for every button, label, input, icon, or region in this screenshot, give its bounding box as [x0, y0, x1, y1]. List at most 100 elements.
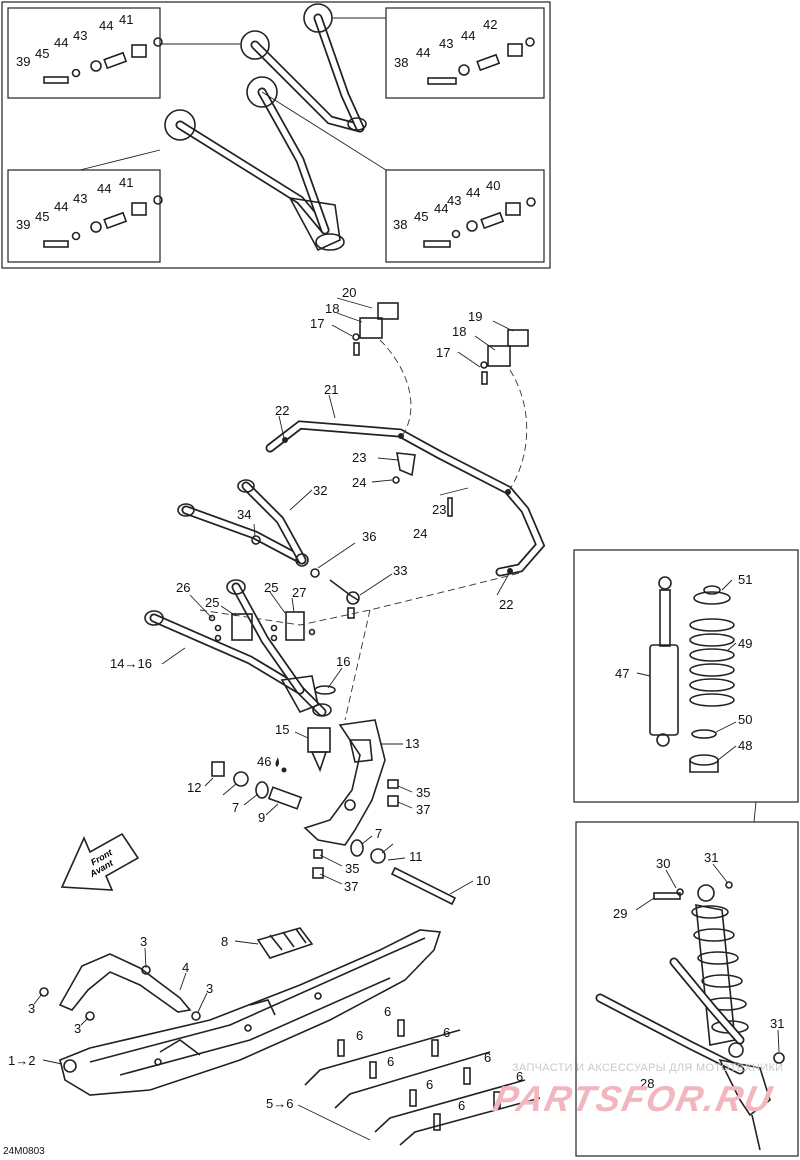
callout-31-a: 31	[704, 850, 718, 865]
ski-leg-hardware-left	[211, 761, 303, 810]
callout-43-c: 43	[73, 191, 87, 206]
callout-18-a: 18	[325, 301, 339, 316]
hardware-box-top-right	[385, 7, 545, 99]
carbide-runners	[297, 1019, 541, 1146]
callout-18-b: 18	[452, 324, 466, 339]
callout-41-b: 41	[119, 175, 133, 190]
callout-6-e: 6	[387, 1054, 394, 1069]
front-direction-arrow: Front Avant	[60, 832, 140, 891]
callout-44-c: 44	[461, 28, 475, 43]
callout-35-b: 35	[345, 861, 359, 876]
callout-33: 33	[393, 563, 407, 578]
callout-19: 19	[468, 309, 482, 324]
callout-10: 10	[476, 873, 490, 888]
callout-7-a: 7	[232, 800, 239, 815]
callout-1-2: 1→2	[8, 1053, 35, 1068]
callout-50: 50	[738, 712, 752, 727]
callout-45-a: 45	[35, 46, 49, 61]
callout-25-b: 25	[205, 595, 219, 610]
lower-a-arm-top-view	[164, 76, 345, 252]
callout-49: 49	[738, 636, 752, 651]
callout-36: 36	[362, 529, 376, 544]
callout-17-a: 17	[310, 316, 324, 331]
ski-pad	[256, 927, 314, 959]
callout-47: 47	[615, 666, 629, 681]
callout-44-e: 44	[97, 181, 111, 196]
callout-41-a: 41	[119, 12, 133, 27]
callout-14-16: 14→16	[110, 656, 152, 671]
sway-bar-bushing-right	[480, 329, 529, 385]
callout-51: 51	[738, 572, 752, 587]
callout-37-a: 37	[416, 802, 430, 817]
oil-drop-icon	[275, 757, 279, 767]
ball-joint-lower	[307, 727, 331, 773]
callout-5-6: 5→6	[266, 1096, 293, 1111]
callout-7-b: 7	[375, 826, 382, 841]
callout-6-h: 6	[458, 1098, 465, 1113]
spring-retainer-top	[693, 585, 731, 605]
callout-45-c: 45	[414, 209, 428, 224]
callout-23-a: 23	[352, 450, 366, 465]
callout-44-h: 44	[434, 201, 448, 216]
hardware-box-bottom-left	[7, 169, 161, 263]
callout-25-a: 25	[264, 580, 278, 595]
callout-39-a: 39	[16, 54, 30, 69]
callout-4: 4	[182, 960, 189, 975]
spindle	[303, 719, 386, 846]
upper-a-arm	[177, 479, 309, 567]
hardware-box-top-left	[7, 7, 161, 99]
callout-42-a: 42	[483, 17, 497, 32]
ski	[59, 929, 442, 1096]
callout-44-b: 44	[54, 35, 68, 50]
hardware-set-top-left	[43, 37, 163, 84]
callout-6-f: 6	[426, 1077, 433, 1092]
watermark-tagline: ЗАПЧАСТИ И АКСЕССУАРЫ ДЛЯ МОТОТЕХНИКИ	[512, 1062, 784, 1074]
callout-38-b: 38	[393, 217, 407, 232]
callout-6-d: 6	[484, 1050, 491, 1065]
callout-26: 26	[176, 580, 190, 595]
callout-3-a: 3	[140, 934, 147, 949]
callout-43-d: 43	[447, 193, 461, 208]
callout-23-b: 23	[432, 502, 446, 517]
callout-37-b: 37	[344, 879, 358, 894]
shock-panel-frame	[573, 549, 799, 803]
assembly-fasteners	[653, 881, 785, 1064]
callout-11: 11	[409, 849, 423, 864]
callout-28: 28	[640, 1076, 654, 1091]
hardware-set-bottom-left	[43, 195, 163, 248]
callout-3-c: 3	[206, 981, 213, 996]
callout-17-b: 17	[436, 345, 450, 360]
callout-21: 21	[324, 382, 338, 397]
callout-3-d: 3	[74, 1021, 81, 1036]
callout-3-b: 3	[28, 1001, 35, 1016]
callout-22-a: 22	[275, 403, 289, 418]
callout-44-g: 44	[466, 185, 480, 200]
hardware-box-bottom-right	[385, 169, 545, 263]
callout-34: 34	[237, 507, 251, 522]
callout-43-a: 43	[73, 28, 87, 43]
callout-40: 40	[486, 178, 500, 193]
callout-44-f: 44	[54, 199, 68, 214]
callout-16: 16	[336, 654, 350, 669]
callout-9: 9	[258, 810, 265, 825]
shock-mounts	[208, 611, 316, 642]
callout-13: 13	[405, 736, 419, 751]
lower-a-arm	[144, 579, 336, 717]
sway-bar-clamp	[392, 452, 469, 517]
sway-bar-bushing-left	[352, 302, 399, 356]
ball-joint-upper	[310, 568, 360, 619]
callout-27: 27	[292, 585, 306, 600]
callout-20: 20	[342, 285, 356, 300]
callout-44-a: 44	[99, 18, 113, 33]
callout-15: 15	[275, 722, 289, 737]
callout-45-b: 45	[35, 209, 49, 224]
ski-leg-hardware-right	[312, 779, 457, 906]
callout-6-b: 6	[443, 1025, 450, 1040]
callout-24-a: 24	[352, 475, 366, 490]
callout-22-b: 22	[499, 597, 513, 612]
callout-31-b: 31	[770, 1016, 784, 1031]
callout-38-a: 38	[394, 55, 408, 70]
shock-absorber	[649, 576, 679, 747]
assembled-a-arms	[595, 957, 771, 1151]
